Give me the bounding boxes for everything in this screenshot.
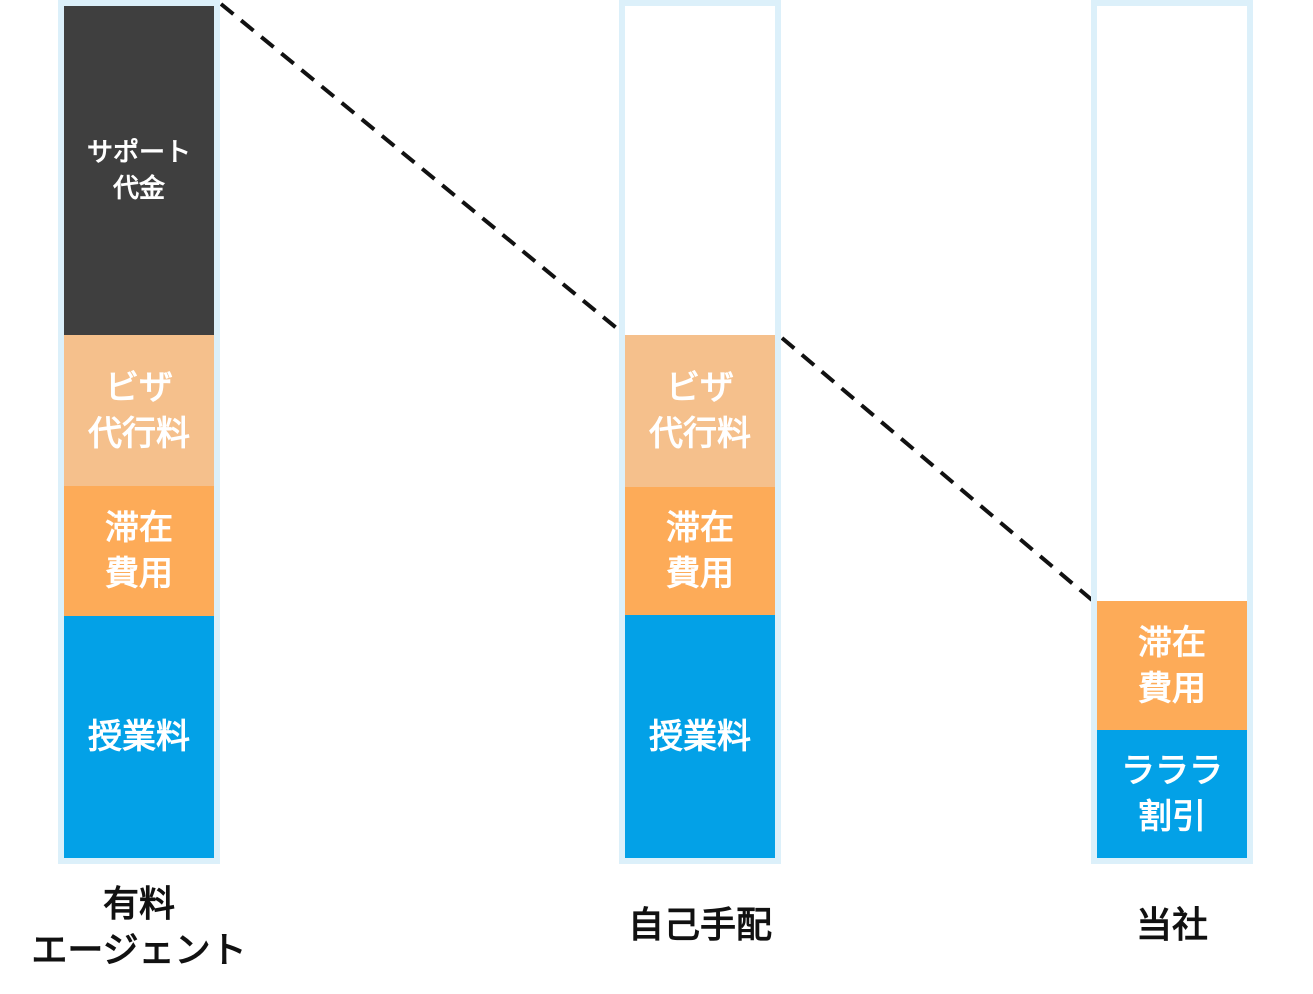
trend-line-self-to-ours	[780, 336, 1094, 602]
segment-lalala-discount: ラララ 割引	[1097, 730, 1247, 858]
segment-visa-fee: ビザ 代行料	[64, 335, 214, 486]
segment-stay-cost: 滞在 費用	[1097, 601, 1247, 730]
category-label-self-arranged: 自己手配	[627, 905, 772, 946]
segment-stay-cost: 滞在 費用	[64, 486, 214, 616]
segment-tuition: 授業料	[64, 616, 214, 858]
segment-support-fee: サポート 代金	[64, 6, 214, 335]
category-label-our-company: 当社	[1135, 905, 1208, 946]
segment-visa-fee: ビザ 代行料	[625, 335, 775, 487]
category-label-paid-agent: 有料 エージェント	[31, 884, 247, 971]
trend-line-agent-to-self	[219, 2, 621, 332]
segment-tuition: 授業料	[625, 615, 775, 858]
segment-stay-cost: 滞在 費用	[625, 487, 775, 615]
